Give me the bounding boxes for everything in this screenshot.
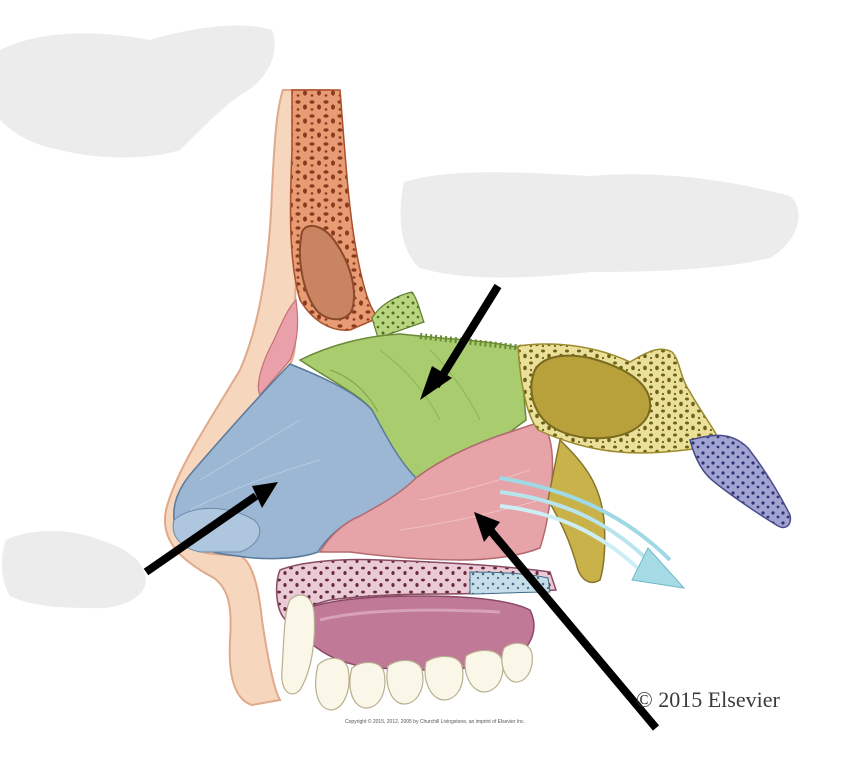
- tooth-2: [315, 657, 350, 711]
- tooth-4: [386, 659, 424, 705]
- frontal-bone: [289, 89, 380, 331]
- arrow-septal-cartilage: [143, 492, 259, 576]
- cribriform-plate: [371, 291, 425, 339]
- nose-skin: [163, 89, 332, 707]
- label-mask-top-left: [0, 25, 275, 158]
- label-mask-top-right: [400, 172, 799, 278]
- incisor: [281, 594, 316, 695]
- nasal-bone: [257, 298, 299, 397]
- tooth-7: [501, 642, 533, 683]
- arrow-icon: [474, 512, 660, 731]
- tooth-6: [464, 649, 504, 693]
- copyright-text: © 2015 Elsevier: [636, 687, 780, 712]
- basilar-part: [689, 434, 792, 529]
- airflow-arrow-icon: [499, 476, 686, 589]
- arrow-icon: [143, 482, 278, 576]
- tooth-3: [349, 661, 386, 709]
- arrow-icon: [420, 283, 502, 400]
- label-mask-left: [1, 531, 147, 609]
- fineprint-text: Copyright © 2015, 2012, 2005 by Churchil…: [345, 719, 525, 725]
- arrow-vomer: [486, 527, 660, 731]
- sphenoid-sinus: [530, 354, 652, 440]
- arrow-perpendicular-plate: [432, 283, 502, 389]
- frontal-sinus: [299, 224, 355, 321]
- sphenoid-bone: [517, 343, 717, 584]
- teeth: [281, 594, 533, 711]
- tooth-5: [424, 655, 464, 701]
